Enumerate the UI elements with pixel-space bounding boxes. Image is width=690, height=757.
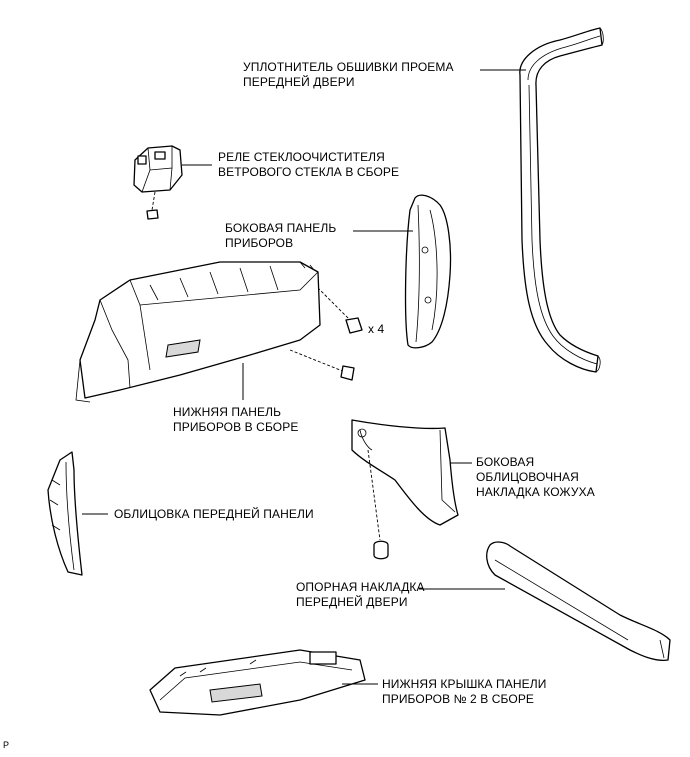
lower-cover-no2-part: [149, 649, 378, 716]
label-door-opening-seal: УПЛОТНИТЕЛЬ ОБШИВКИ ПРОЕМА ПЕРЕДНЕЙ ДВЕР…: [243, 60, 454, 90]
corner-mark: P: [3, 740, 10, 750]
label-line: ПЕРЕДНЕЙ ДВЕРИ: [243, 75, 355, 89]
label-line: ОПОРНАЯ НАКЛАДКА: [296, 580, 425, 594]
label-line: ПРИБОРОВ В СБОРЕ: [173, 420, 299, 434]
label-line: ПРИБОРОВ № 2 В СБОРЕ: [382, 692, 535, 706]
label-line: НИЖНЯЯ КРЫШКА ПАНЕЛИ: [382, 677, 547, 691]
label-line: УПЛОТНИТЕЛЬ ОБШИВКИ ПРОЕМА: [243, 60, 454, 74]
door-opening-seal-part: [519, 27, 604, 373]
label-line: НИЖНЯЯ ПАНЕЛЬ: [173, 405, 282, 419]
label-door-scuff-plate: ОПОРНАЯ НАКЛАДКА ПЕРЕДНЕЙ ДВЕРИ: [296, 580, 425, 610]
label-line: РЕЛЕ СТЕКЛООЧИСТИТЕЛЯ: [218, 150, 385, 164]
label-wiper-relay: РЕЛЕ СТЕКЛООЧИСТИТЕЛЯ ВЕТРОВОГО СТЕКЛА В…: [218, 150, 399, 180]
label-line: БОКОВАЯ ПАНЕЛЬ: [225, 221, 337, 235]
label-lower-cover: НИЖНЯЯ КРЫШКА ПАНЕЛИ ПРИБОРОВ № 2 В СБОР…: [382, 677, 546, 707]
instrument-side-panel-part: [353, 194, 452, 349]
label-line: ОБЛИЦОВОЧНАЯ: [476, 470, 579, 484]
label-bolt-quantity: x 4: [368, 322, 385, 336]
label-lower-panel: НИЖНЯЯ ПАНЕЛЬ ПРИБОРОВ В СБОРЕ: [173, 405, 298, 435]
label-front-panel-trim: ОБЛИЦОВКА ПЕРЕДНЕЙ ПАНЕЛИ: [114, 507, 314, 521]
lower-instrument-panel-part: [75, 261, 321, 403]
front-panel-trim-part: [47, 451, 108, 576]
cowl-side-trim-part: [351, 419, 472, 560]
wiper-relay-part: [133, 145, 212, 220]
label-line: БОКОВАЯ: [476, 455, 535, 469]
label-side-panel: БОКОВАЯ ПАНЕЛЬ ПРИБОРОВ: [225, 221, 336, 251]
label-cowl-side-trim: БОКОВАЯ ОБЛИЦОВОЧНАЯ НАКЛАДКА КОЖУХА: [476, 455, 595, 500]
label-line: ВЕТРОВОГО СТЕКЛА В СБОРЕ: [218, 165, 400, 179]
label-line: НАКЛАДКА КОЖУХА: [476, 485, 595, 499]
door-scuff-plate-part: [419, 541, 671, 661]
label-line: ПРИБОРОВ: [225, 236, 294, 250]
label-line: ПЕРЕДНЕЙ ДВЕРИ: [296, 595, 408, 609]
